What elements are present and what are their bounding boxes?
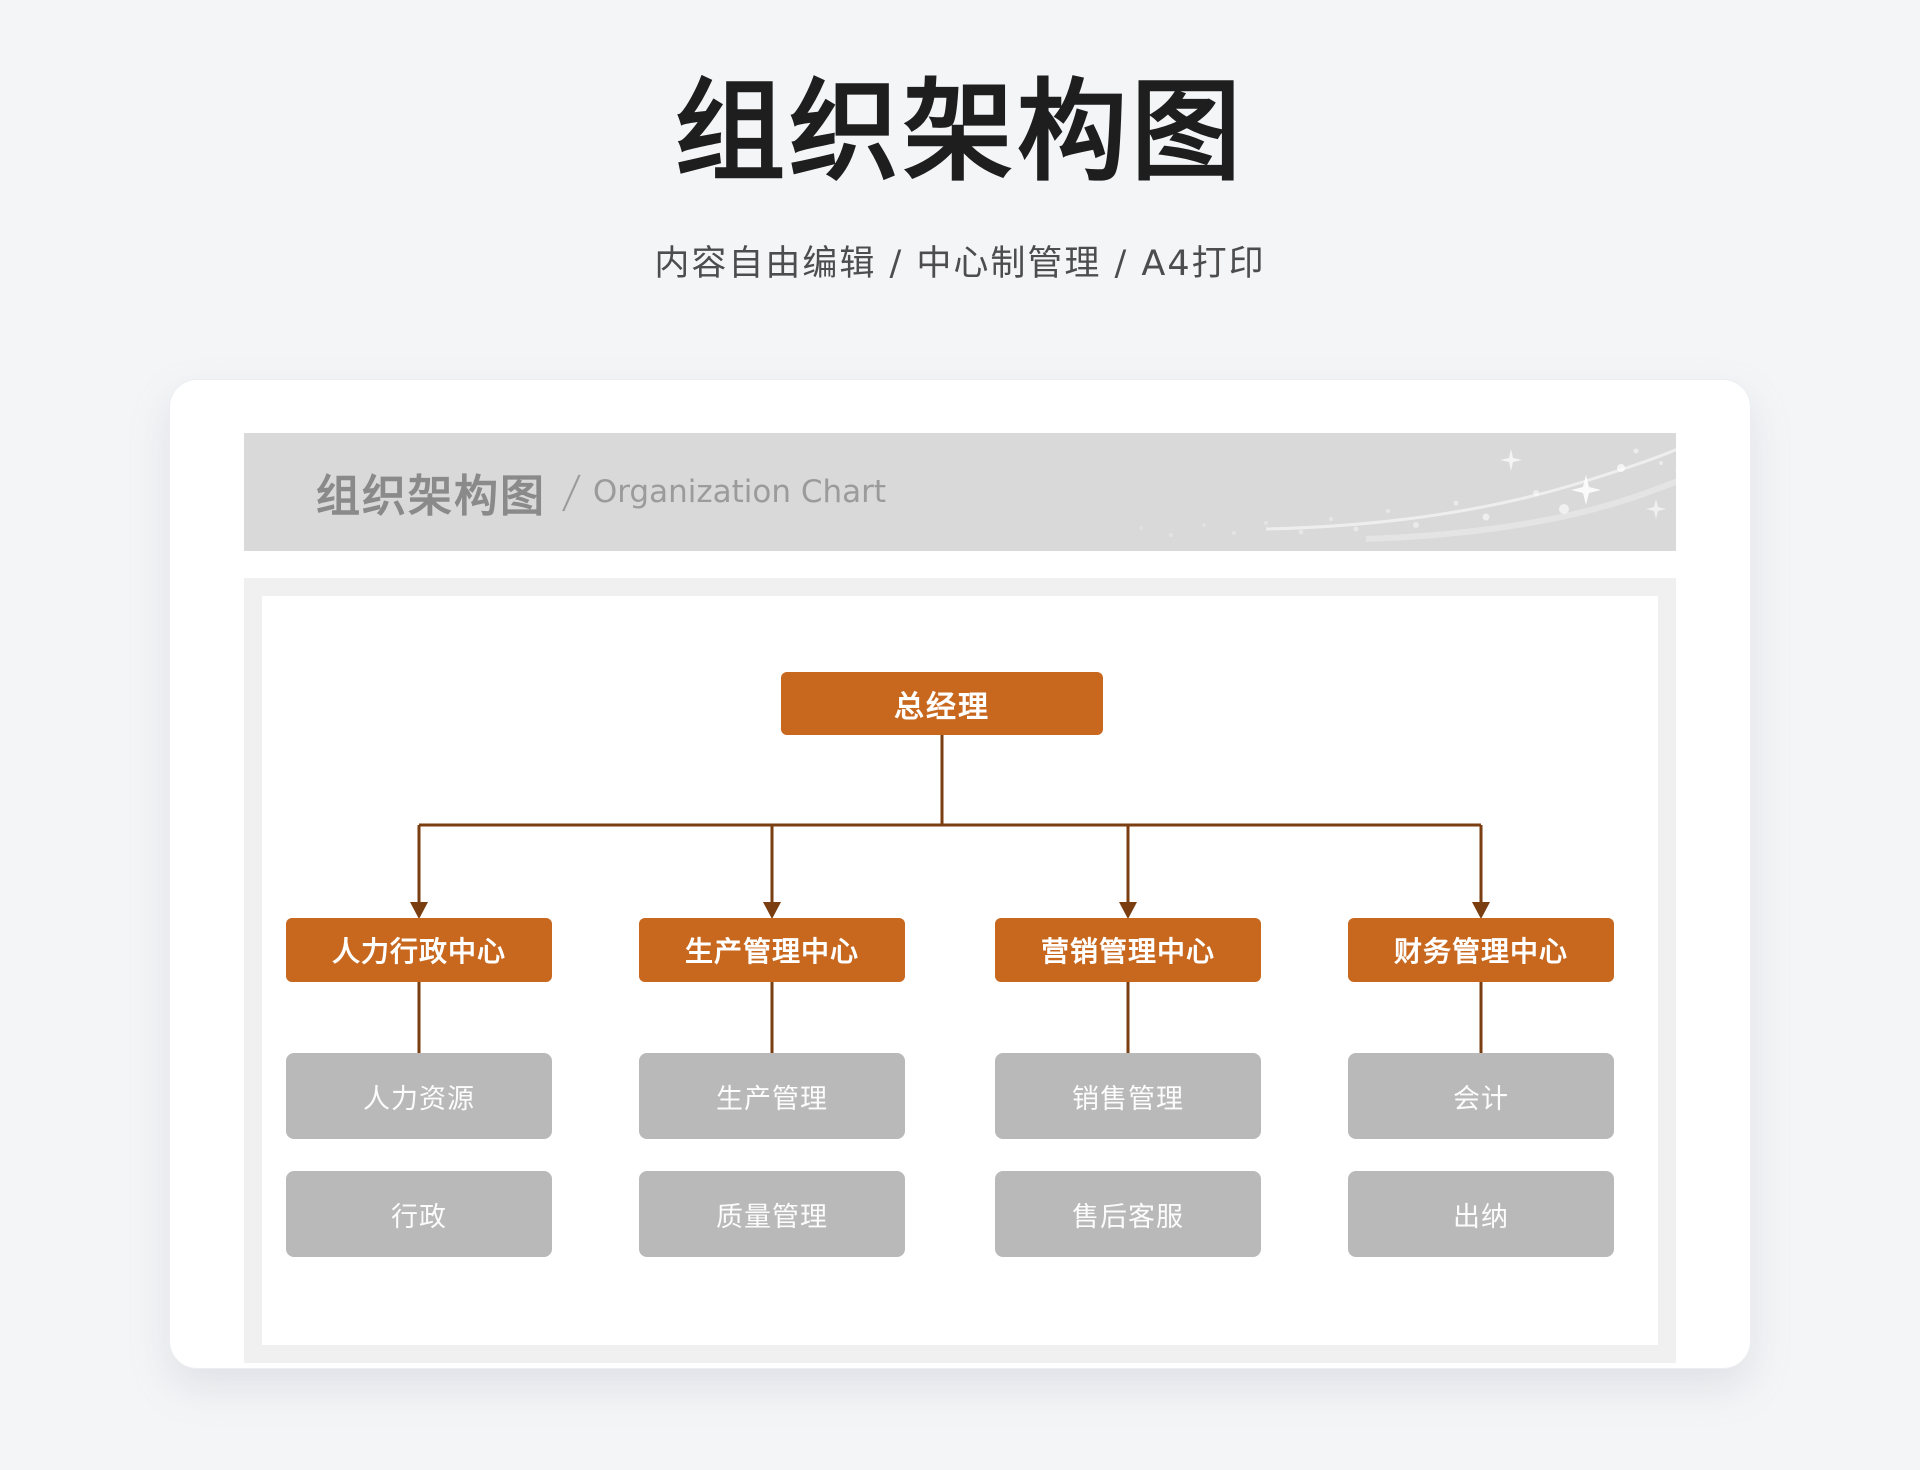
org-node-quality-mgmt: 质量管理 [639, 1171, 905, 1257]
chart-banner: 组织架构图 / Organization Chart [244, 433, 1676, 551]
arrowhead-icon [410, 902, 428, 919]
arrowhead-icon [763, 902, 781, 919]
banner-divider: / [560, 466, 583, 518]
org-node-after-sales: 售后客服 [995, 1171, 1261, 1257]
template-preview-card: 组织架构图 / Organization Chart [169, 379, 1751, 1369]
chart-panel-frame: 总经理 人力行政中心 生产管理中心 营销管理中心 财务管理中心 人力资源 生产管… [244, 578, 1676, 1363]
org-node-hr: 人力资源 [286, 1053, 552, 1139]
page-title: 组织架构图 [675, 68, 1245, 196]
arrowhead-icon [1472, 902, 1490, 919]
banner-title-en: Organization Chart [592, 474, 887, 510]
org-chart-canvas: 总经理 人力行政中心 生产管理中心 营销管理中心 财务管理中心 人力资源 生产管… [262, 596, 1658, 1345]
sparkle-decoration-icon [1139, 437, 1676, 542]
page-subtitle: 内容自由编辑 / 中心制管理 / A4打印 [654, 243, 1266, 284]
org-node-finance-center: 财务管理中心 [1348, 918, 1614, 982]
org-node-hr-admin-center: 人力行政中心 [286, 918, 552, 982]
org-node-production-center: 生产管理中心 [639, 918, 905, 982]
page-header: 组织架构图 内容自由编辑 / 中心制管理 / A4打印 [0, 0, 1920, 287]
org-node-sales-mgmt: 销售管理 [995, 1053, 1261, 1139]
connector-lines [410, 735, 1490, 1053]
org-node-general-manager: 总经理 [781, 672, 1103, 735]
org-node-accounting: 会计 [1348, 1053, 1614, 1139]
banner-title-cn: 组织架构图 [316, 471, 546, 522]
org-node-marketing-center: 营销管理中心 [995, 918, 1261, 982]
org-node-cashier: 出纳 [1348, 1171, 1614, 1257]
org-node-admin: 行政 [286, 1171, 552, 1257]
arrowhead-icon [1119, 902, 1137, 919]
org-node-production-mgmt: 生产管理 [639, 1053, 905, 1139]
